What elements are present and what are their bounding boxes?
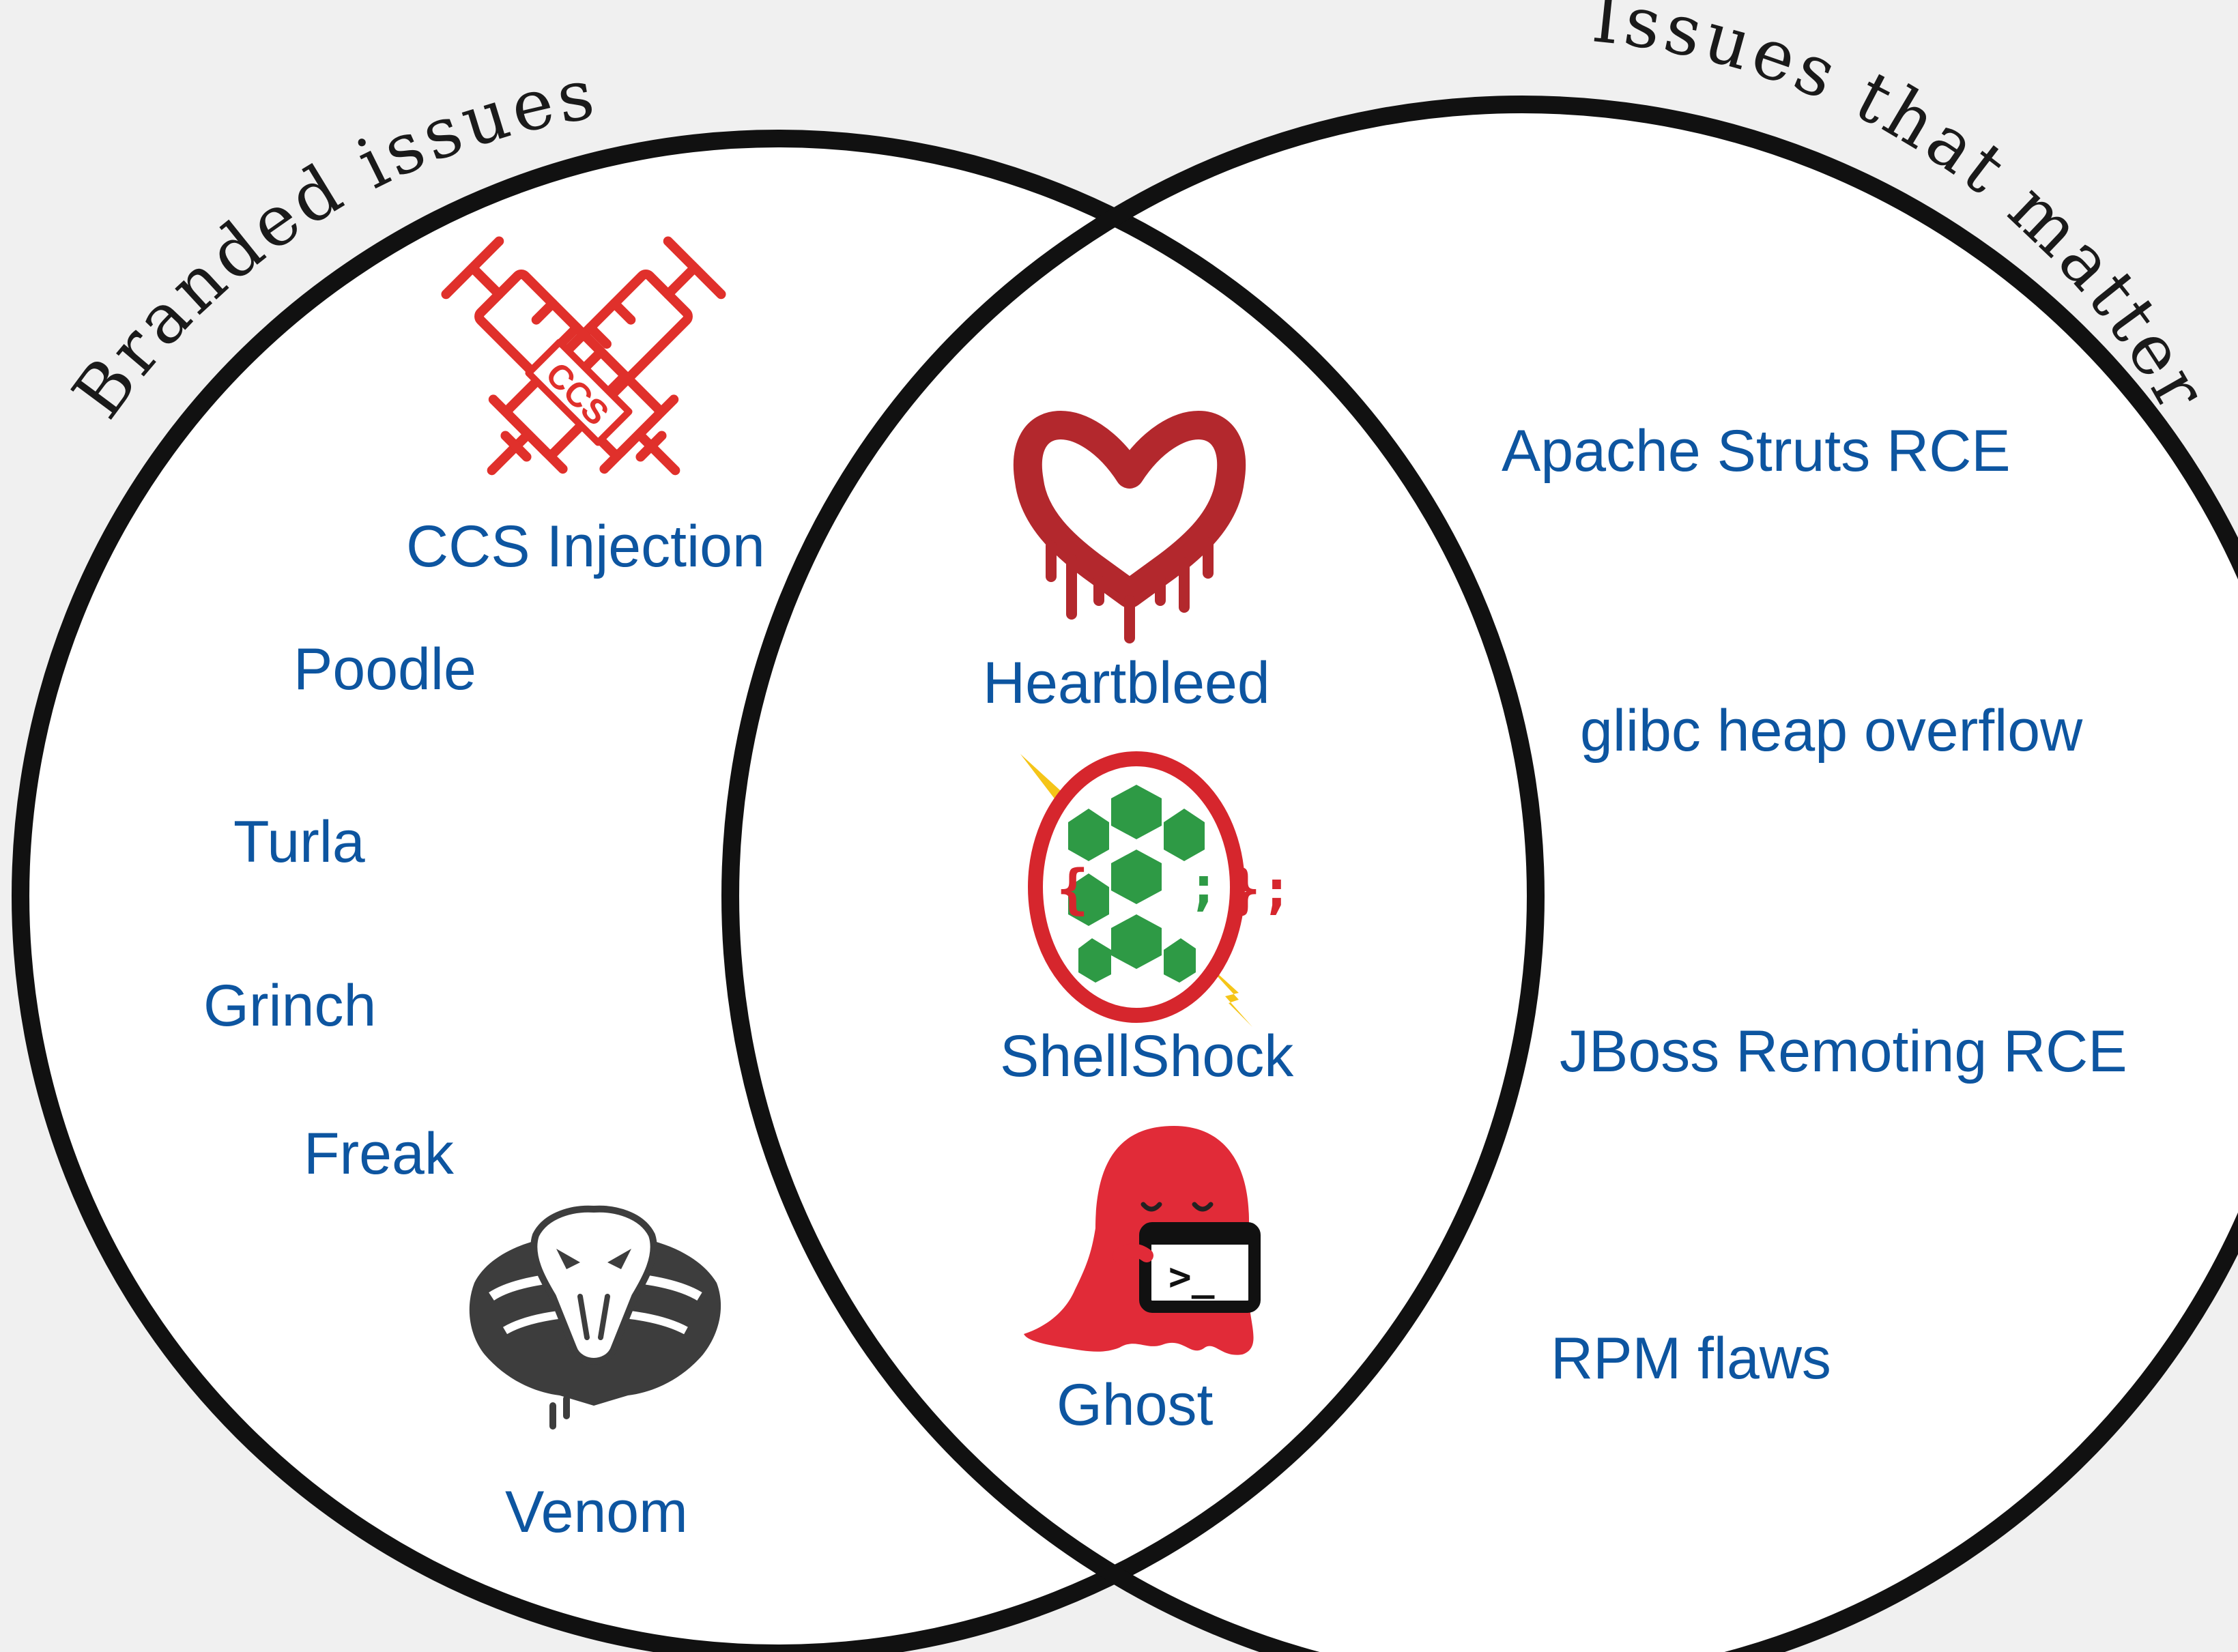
right-set-circle bbox=[721, 96, 2238, 1652]
ghost-terminal-prompt: >_ bbox=[1168, 1255, 1215, 1299]
left-item-venom: Venom bbox=[505, 1479, 688, 1545]
overlap-item-ghost: Ghost bbox=[1057, 1372, 1214, 1438]
left-item-ccs-injection: CCS Injection bbox=[406, 514, 765, 579]
crossed-syringes-icon: CCS bbox=[441, 236, 726, 476]
right-item-apache-struts-rce: Apache Struts RCE bbox=[1502, 418, 2011, 484]
right-item-rpm-flaws: RPM flaws bbox=[1551, 1326, 1831, 1391]
ghost-terminal-icon: >_ bbox=[1024, 1126, 1261, 1355]
bleeding-heart-icon bbox=[1014, 411, 1246, 643]
shellshock-semicolon: ; bbox=[1188, 856, 1220, 917]
turtle-shell-icon: { ; }; bbox=[1020, 751, 1293, 1027]
left-item-turla: Turla bbox=[233, 809, 365, 875]
cobra-icon bbox=[469, 1205, 721, 1430]
right-item-glibc-heap-overflow: glibc heap overflow bbox=[1580, 698, 2083, 764]
right-item-jboss-remoting-rce: JBoss Remoting RCE bbox=[1560, 1019, 2127, 1084]
overlap-item-shellshock: ShellShock bbox=[1000, 1024, 1294, 1089]
left-item-poodle: Poodle bbox=[293, 637, 476, 702]
shellshock-brace-right: }; bbox=[1229, 859, 1293, 921]
left-item-grinch: Grinch bbox=[203, 973, 376, 1039]
overlap-item-heartbleed: Heartbleed bbox=[983, 650, 1270, 716]
left-set-circle bbox=[12, 130, 1545, 1652]
shellshock-brace-left: { bbox=[1057, 859, 1089, 921]
left-item-freak: Freak bbox=[304, 1121, 455, 1187]
